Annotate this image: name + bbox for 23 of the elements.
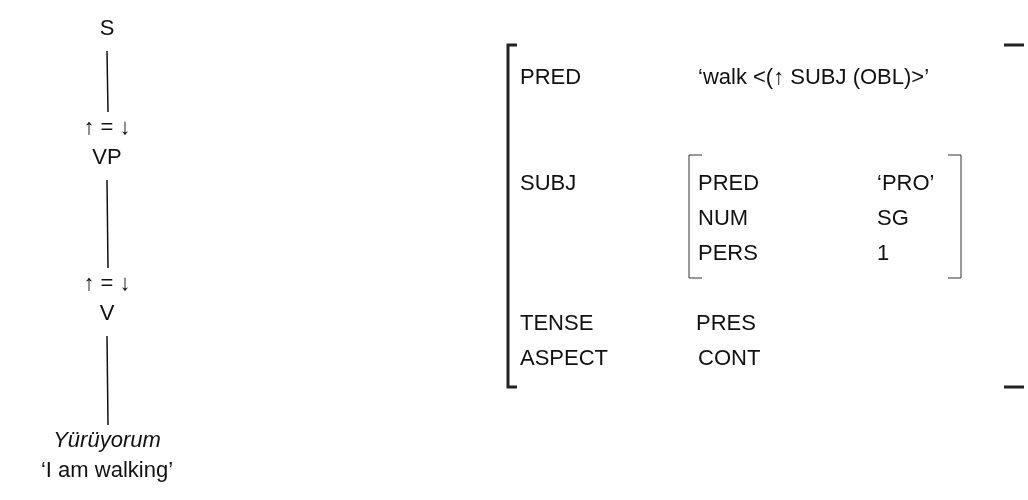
category-label: S bbox=[99, 14, 115, 42]
attribute-value: PRES bbox=[696, 310, 756, 336]
gloss: ‘I am walking’ bbox=[41, 456, 173, 484]
attribute-name: ASPECT bbox=[520, 345, 609, 371]
annotation: ↑ = ↓ bbox=[83, 113, 131, 141]
attribute-name: PRED bbox=[520, 64, 582, 90]
tree-branch bbox=[106, 179, 109, 269]
category-label: V bbox=[99, 299, 115, 327]
word: Yürüyorum bbox=[53, 426, 161, 454]
attribute-name: TENSE bbox=[520, 310, 594, 336]
attribute-name: PRED bbox=[698, 170, 760, 196]
attribute-name: NUM bbox=[698, 205, 749, 231]
attribute-value: ‘walk <(↑ SUBJ (OBL)>’ bbox=[698, 64, 930, 90]
attribute-value: SG bbox=[877, 205, 909, 231]
attribute-name: PERS bbox=[698, 240, 758, 266]
annotation: ↑ = ↓ bbox=[83, 269, 131, 297]
attribute-value: CONT bbox=[698, 345, 761, 371]
attribute-value: 1 bbox=[877, 240, 890, 266]
tree-branch bbox=[106, 50, 109, 113]
attribute-value: ‘PRO’ bbox=[877, 170, 935, 196]
tree-branch bbox=[106, 335, 109, 426]
attribute-name: SUBJ bbox=[520, 170, 577, 196]
category-label: VP bbox=[92, 143, 122, 171]
